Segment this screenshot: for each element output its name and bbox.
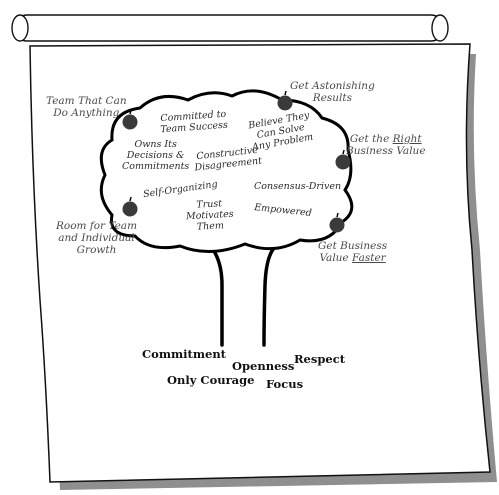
value-respect: Respect	[294, 352, 346, 366]
label-team-anything-line1: Team That Can	[46, 95, 127, 107]
label-faster-line1: Get Business	[318, 240, 388, 252]
label-right-value-line2: Business Value	[346, 145, 426, 158]
value-focus: Focus	[266, 377, 304, 391]
label-team-anything-line2: Do Anything	[53, 107, 120, 120]
label-faster-pre: Value	[319, 252, 352, 265]
label-room: Room for Team and Individual Growth	[56, 220, 137, 256]
apple-icon-team	[122, 109, 138, 130]
label-astonishing-line1: Get Astonishing	[290, 80, 375, 92]
label-right-value-pre: Get the	[349, 133, 393, 145]
label-owns-line2: Decisions &	[126, 149, 185, 161]
label-faster-em: Faster	[352, 252, 386, 265]
bar-end-left	[11, 14, 29, 42]
label-faster-line2: Value Faster	[318, 252, 387, 264]
label-right-value: Get the Right Business Value	[346, 133, 426, 157]
label-right-value-em: Right	[392, 133, 422, 145]
tree-canopy	[99, 89, 354, 254]
apple-icon-room	[122, 196, 138, 217]
tree-trunk-right	[262, 246, 276, 347]
label-right-value-line1: Get the Right	[346, 133, 426, 145]
value-openness: Openness	[232, 359, 295, 373]
label-trust: Trust Motivates Them	[185, 198, 234, 234]
tree-trunk-left	[210, 246, 224, 347]
label-room-line1: Room for Team	[56, 220, 138, 232]
label-faster: Get Business Value Faster	[318, 240, 387, 264]
flipchart-top-bar	[13, 14, 445, 42]
label-owns: Owns Its Decisions & Commitments	[122, 139, 190, 173]
apple-icon-right-value	[335, 149, 351, 170]
label-owns-line1: Owns Its	[134, 139, 177, 150]
label-consensus: Consensus-Driven	[254, 181, 342, 192]
value-courage: Only Courage	[167, 373, 255, 387]
label-owns-line3: Commitments	[122, 160, 190, 172]
value-commitment: Commitment	[142, 347, 226, 361]
label-room-line2: and Individual	[58, 232, 135, 245]
apple-icon-faster	[329, 212, 345, 233]
bar-end-right	[431, 14, 449, 42]
label-astonishing: Get Astonishing Results	[290, 80, 375, 104]
label-astonishing-line2: Results	[312, 92, 353, 105]
label-team-anything: Team That Can Do Anything	[46, 95, 127, 119]
label-room-line3: Growth	[76, 244, 117, 257]
apple-icon-astonishing	[277, 90, 293, 111]
